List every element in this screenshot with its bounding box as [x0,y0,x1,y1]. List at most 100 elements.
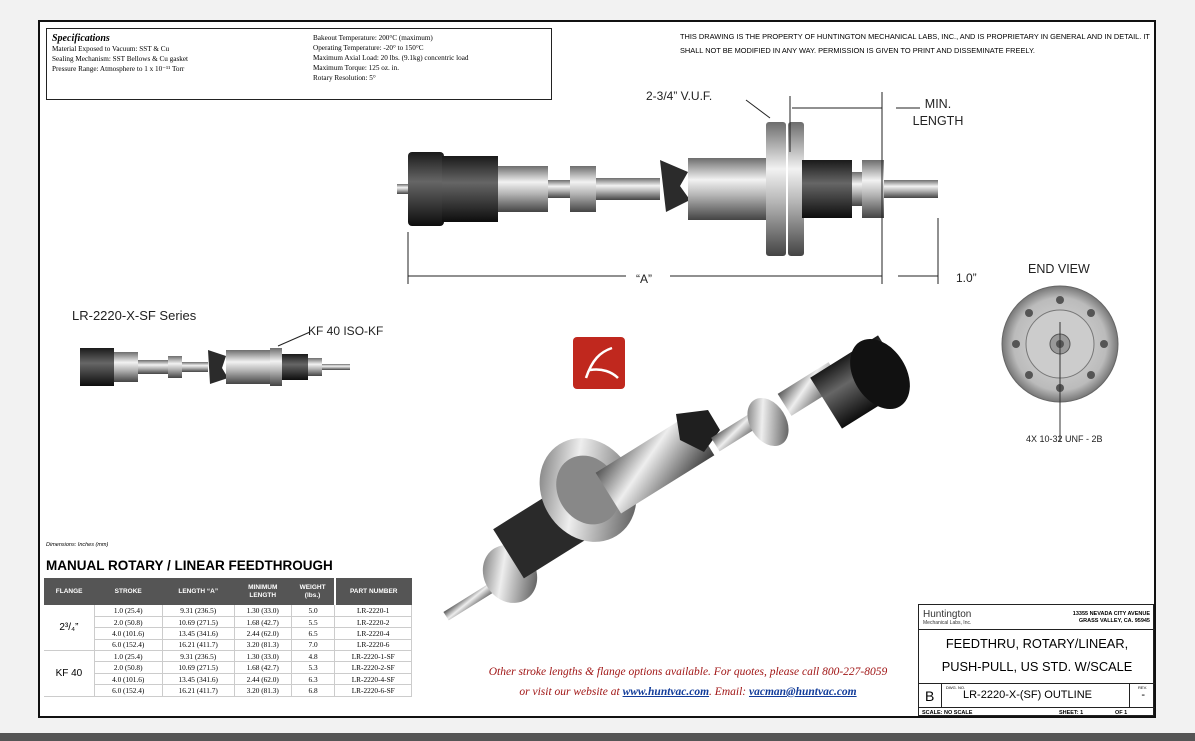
table-cell: LR-2220-4 [334,627,412,640]
drawing-title: FEEDTHRU, ROTARY/LINEAR, PUSH-PULL, US S… [919,629,1155,678]
note-text: or visit our website at [519,686,623,698]
min-label-line: LENGTH [912,114,964,128]
email-link[interactable]: vacman@huntvac.com [748,686,857,698]
flange-cell: KF 40 [44,650,95,697]
table-cell: 9.31 (236.5) [162,650,235,663]
website-link[interactable]: www.huntvac.com [622,686,710,698]
specifications-box: Specifications Material Exposed to Vacuu… [46,28,552,100]
table-cell: 2.44 (62.0) [234,627,292,640]
table-cell: 6.5 [291,627,336,640]
company-sub: Mechanical Labs, Inc. [923,620,972,626]
parts-table: FLANGE STROKE LENGTH “A” MINIMUM LENGTH … [44,578,412,697]
spec-line: Bakeout Temperature: 200°C (maximum) [313,34,433,42]
note-line: Other stroke lengths & flange options av… [488,666,888,678]
sf-series-view [80,331,350,386]
dwg-number-row: B DWG. NO. LR-2220-X-(SF) OUTLINE REV. - [919,683,1155,708]
scale: SCALE: NO SCALE [922,710,973,716]
min-length-label: MIN. LENGTH [908,96,968,130]
table-cell: 10.69 (271.5) [162,616,235,629]
pdf-icon[interactable] [573,337,625,389]
one-inch-label: 1.0” [956,271,977,285]
table-header: MINIMUM LENGTH [234,578,292,605]
table-cell: 6.0 (152.4) [94,639,163,652]
drawing-number: LR-2220-X-(SF) OUTLINE [963,689,1092,701]
note-line: or visit our website at www.huntvac.com.… [428,682,948,702]
address-line: GRASS VALLEY, CA. 95945 [1078,618,1150,624]
bottom-scrollbar-region [0,733,1195,741]
huntington-logo: Huntington Mechanical Labs, Inc. [923,609,971,626]
company-address: 13355 NEVADA CITY AVENUE GRASS VALLEY, C… [1073,611,1150,625]
table-cell: 1.30 (33.0) [234,650,292,663]
table-cell: 4.8 [291,650,336,663]
table-cell: 1.0 (25.4) [94,605,163,617]
min-label-line: MIN. [924,97,952,111]
table-cell: LR-2220-1 [334,605,412,617]
table-header: FLANGE [44,578,95,605]
spec-line: Pressure Range: Atmosphere to 1 x 10⁻¹¹ … [52,65,185,73]
sheet-number: SHEET: 1 [1059,710,1084,716]
table-cell: 10.69 (271.5) [162,661,235,674]
table-cell: 1.68 (42.7) [234,616,292,629]
table-cell: 16.21 (411.7) [162,684,235,697]
spec-line: Maximum Axial Load: 20 lbs. (9.1kg) conc… [313,54,469,62]
note-text: . Email: [709,686,749,698]
end-view [1001,285,1119,442]
table-cell: 5.5 [291,616,336,629]
specs-title: Specifications [52,33,110,44]
table-cell: LR-2220-6-SF [334,684,412,697]
spec-line: Operating Temperature: -20° to 150°C [313,44,424,52]
kf-label: KF 40 ISO-KF [308,324,384,338]
side-view-feedthrough [397,122,938,256]
table-cell: 6.3 [291,673,336,686]
isometric-feedthrough [443,335,910,621]
table-header: PART NUMBER [333,578,412,605]
table-cell: 2.0 (50.8) [94,616,163,629]
table-cell: LR-2220-2 [334,616,412,629]
sheet-size: B [925,688,935,704]
table-cell: 5.0 [291,605,336,617]
dimensions-note: Dimensions: Inches (mm) [46,542,109,548]
table-cell: 4.0 (101.6) [94,627,163,640]
table-cell: 6.8 [291,684,336,697]
title-line: FEEDTHRU, ROTARY/LINEAR, [945,636,1129,651]
table-header: STROKE [94,578,163,605]
spec-line: Sealing Mechanism: SST Bellows & Cu gask… [52,55,189,63]
end-view-label: END VIEW [1028,262,1090,276]
title-line: PUSH-PULL, US STD. W/SCALE [941,659,1133,674]
spec-line: Rotary Resolution: 5° [313,74,376,82]
table-cell: 7.0 [291,639,336,652]
sheet-of: OF 1 [1115,710,1128,716]
revision: - [1141,689,1145,701]
table-cell: 5.3 [291,661,336,674]
table-cell: LR-2220-6 [334,639,412,652]
spec-line: Maximum Torque: 125 oz. in. [313,64,400,72]
title-block-footer: SCALE: NO SCALE SHEET: 1 OF 1 [919,707,1155,717]
table-cell: 3.20 (81.3) [234,639,292,652]
spec-line: Material Exposed to Vacuum: SST & Cu [52,45,170,53]
table-cell: 1.30 (33.0) [234,605,292,617]
table-cell: 13.45 (341.6) [162,673,235,686]
table-row: 2³/₄”1.0 (25.4)9.31 (236.5)1.30 (33.0)5.… [44,605,412,652]
dimension-lines [407,92,939,284]
vuf-label: 2-3/4” V.U.F. [646,89,713,103]
company-name: Huntington [923,609,972,620]
table-header: WEIGHT (lbs.) [291,578,335,605]
table-cell: LR-2220-4-SF [334,673,412,686]
flange-cell: 2³/₄” [44,605,95,652]
address-line: 13355 NEVADA CITY AVENUE [1072,611,1150,617]
stroke-options-note: Other stroke lengths & flange options av… [428,662,948,702]
table-cell: 13.45 (341.6) [162,627,235,640]
table-cell: LR-2220-1-SF [334,650,412,663]
table-cell: 1.0 (25.4) [94,650,163,663]
table-title: MANUAL ROTARY / LINEAR FEEDTHROUGH [46,558,333,573]
table-cell: 2.0 (50.8) [94,661,163,674]
drawing-sheet: Specifications Material Exposed to Vacuu… [38,20,1156,718]
table-cell: 1.68 (42.7) [234,661,292,674]
rev-caption: REV. [1138,685,1147,690]
proprietary-notice: THIS DRAWING IS THE PROPERTY OF HUNTINGT… [680,32,1150,55]
